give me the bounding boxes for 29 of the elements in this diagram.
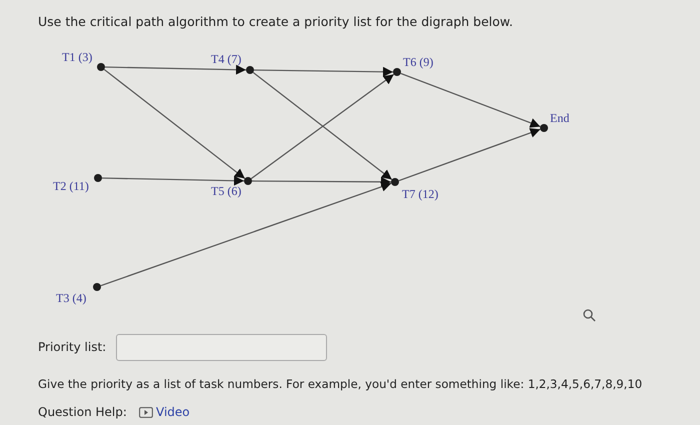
arrow bbox=[252, 176, 391, 187]
arrow bbox=[400, 72, 540, 128]
arrow bbox=[254, 66, 393, 77]
vertex-dot bbox=[97, 63, 105, 71]
help-label: Question Help: bbox=[38, 405, 127, 419]
arrow bbox=[100, 182, 392, 286]
vertex-dot bbox=[393, 68, 401, 76]
arrow bbox=[104, 68, 246, 180]
vertex-label: T5 (6) bbox=[211, 184, 242, 199]
vertex-label: T7 (12) bbox=[402, 187, 438, 202]
vertex-dot bbox=[391, 178, 399, 186]
vertex-dot bbox=[540, 124, 548, 132]
vertex-dot bbox=[246, 66, 254, 74]
vertex-dot bbox=[93, 283, 101, 291]
instruction-text: Give the priority as a list of task numbers. For example, you'd enter something like: 1,2,3,4,5,6,7,8,9,10 bbox=[38, 377, 642, 391]
vertex-dot bbox=[244, 177, 252, 185]
vertex-label: End bbox=[550, 111, 570, 126]
arrow bbox=[102, 176, 244, 186]
vertex-label: T6 (9) bbox=[403, 55, 434, 70]
vertex-label: T2 (11) bbox=[53, 179, 89, 194]
vertex-dot bbox=[94, 174, 102, 182]
vertex-label: T4 (7) bbox=[211, 52, 242, 67]
question-text: Use the critical path algorithm to create a priority list for the digraph below. bbox=[38, 14, 513, 29]
vertex-label: T3 (4) bbox=[56, 291, 86, 306]
arrow bbox=[398, 128, 540, 182]
field-label: Priority list: bbox=[38, 340, 106, 354]
video-link: Video bbox=[139, 405, 190, 419]
vertex-label: T1 (3) bbox=[62, 50, 92, 65]
arrow bbox=[104, 64, 246, 75]
